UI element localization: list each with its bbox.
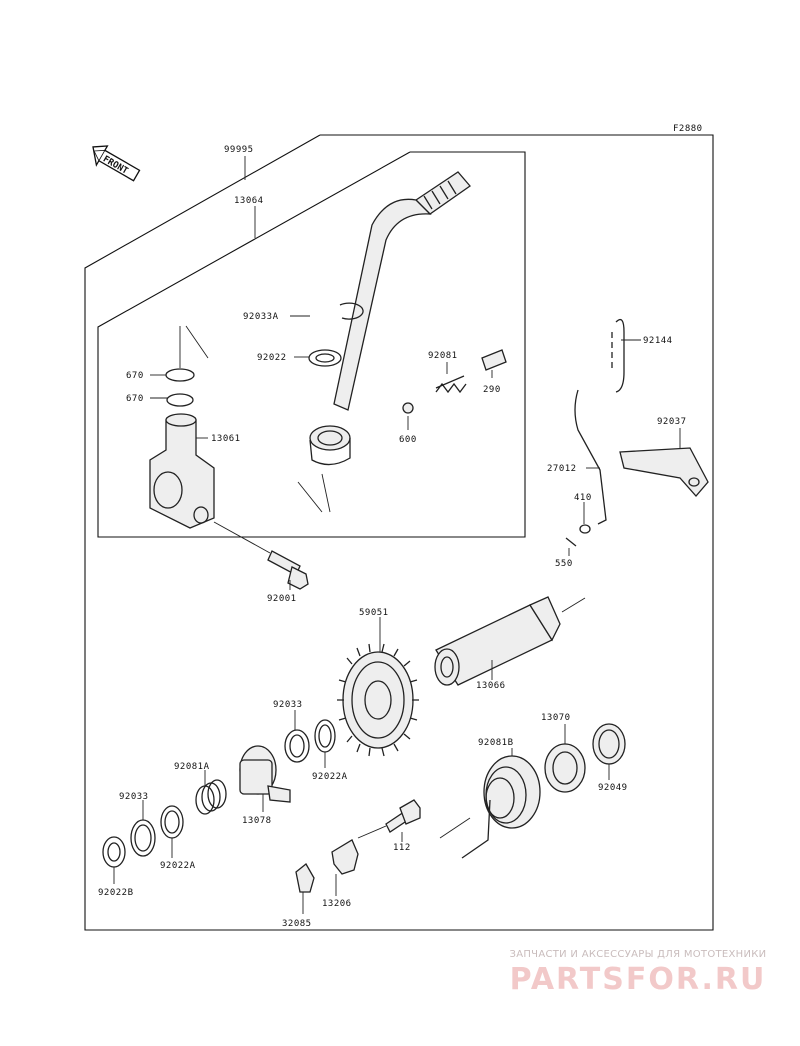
- kick-shaft-13066: [434, 596, 586, 686]
- plate-92037: [619, 447, 709, 497]
- label-670-lower: 670: [126, 394, 144, 404]
- label-410: 410: [574, 493, 592, 503]
- circlip-92033-mid: [284, 729, 310, 763]
- plate-32085: [295, 863, 315, 893]
- front-arrow-icon: FRONT: [92, 145, 141, 182]
- watermark: ЗАПЧАСТИ И АКСЕССУАРЫ ДЛЯ МОТОТЕХНИКИ PA…: [488, 949, 788, 997]
- label-92033-left: 92033: [119, 792, 149, 802]
- label-290: 290: [483, 385, 501, 395]
- ball-600: [402, 402, 414, 414]
- circlip-92033-left: [130, 819, 156, 857]
- label-13066: 13066: [476, 681, 506, 691]
- kick-pedal-arm: [309, 171, 471, 466]
- outer-frame: [84, 134, 714, 931]
- rod-27012: [574, 389, 607, 525]
- washer-410: [579, 524, 591, 534]
- circlip-92033a: [339, 302, 364, 320]
- washer-92022a-left: [160, 805, 184, 839]
- label-600: 600: [399, 435, 417, 445]
- label-92033a: 92033A: [243, 312, 279, 322]
- spring-92081a: [195, 779, 227, 815]
- bolt-92001: [267, 550, 309, 590]
- washer-92022a-mid: [314, 719, 336, 753]
- watermark-tagline: ЗАПЧАСТИ И АКСЕССУАРЫ ДЛЯ МОТОТЕХНИКИ: [509, 949, 767, 960]
- label-92022b: 92022B: [98, 888, 134, 898]
- label-92081: 92081: [428, 351, 458, 361]
- label-92001: 92001: [267, 594, 297, 604]
- inner-frame: [97, 151, 526, 538]
- label-92081b: 92081B: [478, 738, 514, 748]
- label-13206: 13206: [322, 899, 352, 909]
- label-92033-mid: 92033: [273, 700, 303, 710]
- label-92049: 92049: [598, 783, 628, 793]
- label-92037: 92037: [657, 417, 687, 427]
- spring-92144: [611, 318, 625, 393]
- guide-13070: [544, 743, 586, 793]
- label-92081a: 92081A: [174, 762, 210, 772]
- ratchet-13078: [239, 745, 291, 803]
- label-92144: 92144: [643, 336, 673, 346]
- label-670-upper: 670: [126, 371, 144, 381]
- label-99995: 99995: [224, 145, 254, 155]
- oring-670-lower: [166, 393, 194, 407]
- stopper-13206: [331, 839, 359, 875]
- label-13070: 13070: [541, 713, 571, 723]
- watermark-logo: PARTSFOR.RU: [509, 962, 767, 997]
- washer-92022b: [102, 836, 126, 868]
- kick-gear-59051: [337, 643, 419, 757]
- spring-92081: [435, 375, 467, 394]
- label-13061: 13061: [211, 434, 241, 444]
- label-27012: 27012: [547, 464, 577, 474]
- washer-92022: [308, 349, 342, 367]
- label-92022-top: 92022: [257, 353, 287, 363]
- label-550: 550: [555, 559, 573, 569]
- spring-92081b: [439, 755, 541, 859]
- label-92022a-mid: 92022A: [312, 772, 348, 782]
- label-13064: 13064: [234, 196, 264, 206]
- label-112: 112: [393, 843, 411, 853]
- label-92022a-left: 92022A: [160, 861, 196, 871]
- kick-boss-13061: [149, 413, 215, 529]
- label-32085: 32085: [282, 919, 312, 929]
- bushing-92049: [592, 723, 626, 765]
- bolt-112: [357, 799, 421, 839]
- label-13078: 13078: [242, 816, 272, 826]
- pin-550: [565, 537, 577, 547]
- plunger-290: [481, 349, 507, 371]
- figure-code: F2880: [673, 124, 703, 134]
- label-59051: 59051: [359, 608, 389, 618]
- leader-lines: [113, 156, 681, 914]
- oring-670-upper: [165, 368, 195, 382]
